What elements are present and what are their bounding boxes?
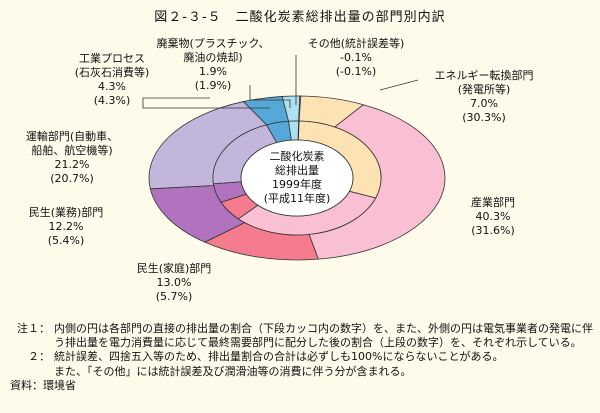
label-energy: エネルギー転換部門 (発電所等) 7.0% (30.3%): [420, 69, 548, 125]
label-sangyo-inner: (31.6%): [471, 224, 515, 237]
label-energy-name: エネルギー転換部門: [434, 69, 534, 82]
label-katei-inner: (5.7%): [155, 290, 193, 303]
label-kogyo: 工業プロセス (石灰石消費等) 4.3% (4.3%): [64, 52, 160, 108]
label-sangyo-outer: 40.3%: [475, 210, 511, 223]
label-unyu-inner: (20.7%): [50, 172, 94, 185]
center-label-line1: 二酸化炭素: [269, 150, 325, 163]
note1-head: 注１：: [17, 322, 50, 335]
center-label-line4: (平成11年度): [263, 192, 331, 205]
source: 資料：環境省: [10, 378, 76, 392]
label-sonota-name: その他(統計誤差等): [307, 37, 405, 50]
notes: 注１： 内側の円は各部門の直接の排出量の割合（下段カッコ内の数字）を、また、外側…: [10, 322, 595, 393]
center-hole: [240, 139, 354, 217]
note2-head: ２：: [28, 350, 50, 364]
label-gyomu-outer: 12.2%: [48, 220, 84, 233]
label-unyu: 運輸部門(自動車、 船舶、航空機等) 21.2% (20.7%): [18, 130, 126, 186]
leader-lines: [142, 55, 419, 109]
leader-line-3: [379, 79, 419, 91]
label-unyu-name2: 船舶、航空機等): [31, 144, 113, 157]
label-gyomu-inner: (5.4%): [47, 234, 85, 247]
label-katei-name: 民生(家庭)部門: [136, 262, 212, 275]
label-sonota: その他(統計誤差等) -0.1% (-0.1%): [296, 37, 416, 79]
label-haikibutsu: 廃棄物(プラスチック、 廃油の焼却) 1.9% (1.9%): [148, 37, 278, 93]
inner-ring: [212, 120, 382, 236]
label-energy-outer: 7.0%: [470, 97, 498, 110]
label-gyomu: 民生(業務)部門 12.2% (5.4%): [12, 206, 120, 248]
label-unyu-name: 運輸部門(自動車、: [25, 130, 119, 143]
label-unyu-outer: 21.2%: [54, 158, 90, 171]
center-label-line2: 総排出量: [275, 164, 319, 177]
label-kogyo-name2: (石灰石消費等): [74, 66, 150, 79]
leader-line-0: [142, 97, 270, 109]
outer-ring: [148, 95, 446, 261]
label-energy-inner: (30.3%): [462, 111, 506, 124]
label-katei: 民生(家庭)部門 13.0% (5.7%): [120, 262, 228, 304]
label-kogyo-inner: (4.3%): [93, 94, 131, 107]
label-haikibutsu-name: 廃棄物(プラスチック、: [156, 37, 270, 50]
label-haikibutsu-name2: 廃油の焼却): [183, 51, 243, 64]
donut-chart: [142, 55, 446, 261]
center-label: 二酸化炭素 総排出量 1999年度 (平成11年度): [242, 150, 352, 206]
center-label-line3: 1999年度: [272, 178, 322, 191]
label-energy-name2: (発電所等): [457, 83, 511, 96]
label-katei-outer: 13.0%: [156, 276, 192, 289]
label-sangyo-name: 産業部門: [471, 196, 515, 209]
label-gyomu-name: 民生(業務)部門: [28, 206, 104, 219]
label-haikibutsu-outer: 1.9%: [199, 65, 227, 78]
leader-line-1: [249, 85, 291, 108]
note2-text2: また、「その他」には統計誤差及び潤滑油等の消費に伴う分が含まれる。: [54, 364, 412, 378]
label-haikibutsu-inner: (1.9%): [194, 79, 232, 92]
note1-text: 内側の円は各部門の直接の排出量の割合（下段カッコ内の数字）を、また、外側の円は電…: [54, 322, 593, 350]
label-sonota-outer: -0.1%: [340, 51, 372, 64]
label-kogyo-outer: 4.3%: [98, 80, 126, 93]
label-sonota-inner: (-0.1%): [335, 65, 377, 78]
page-title: 図２-３-５ 二酸化炭素総排出量の部門別内訳: [154, 10, 446, 25]
note2-text: 統計誤差、四捨五入等のため、排出量割合の合計は必ずしも100%にならないことがあ…: [54, 350, 504, 364]
label-sangyo: 産業部門 40.3% (31.6%): [448, 196, 538, 238]
label-kogyo-name: 工業プロセス: [79, 52, 145, 65]
